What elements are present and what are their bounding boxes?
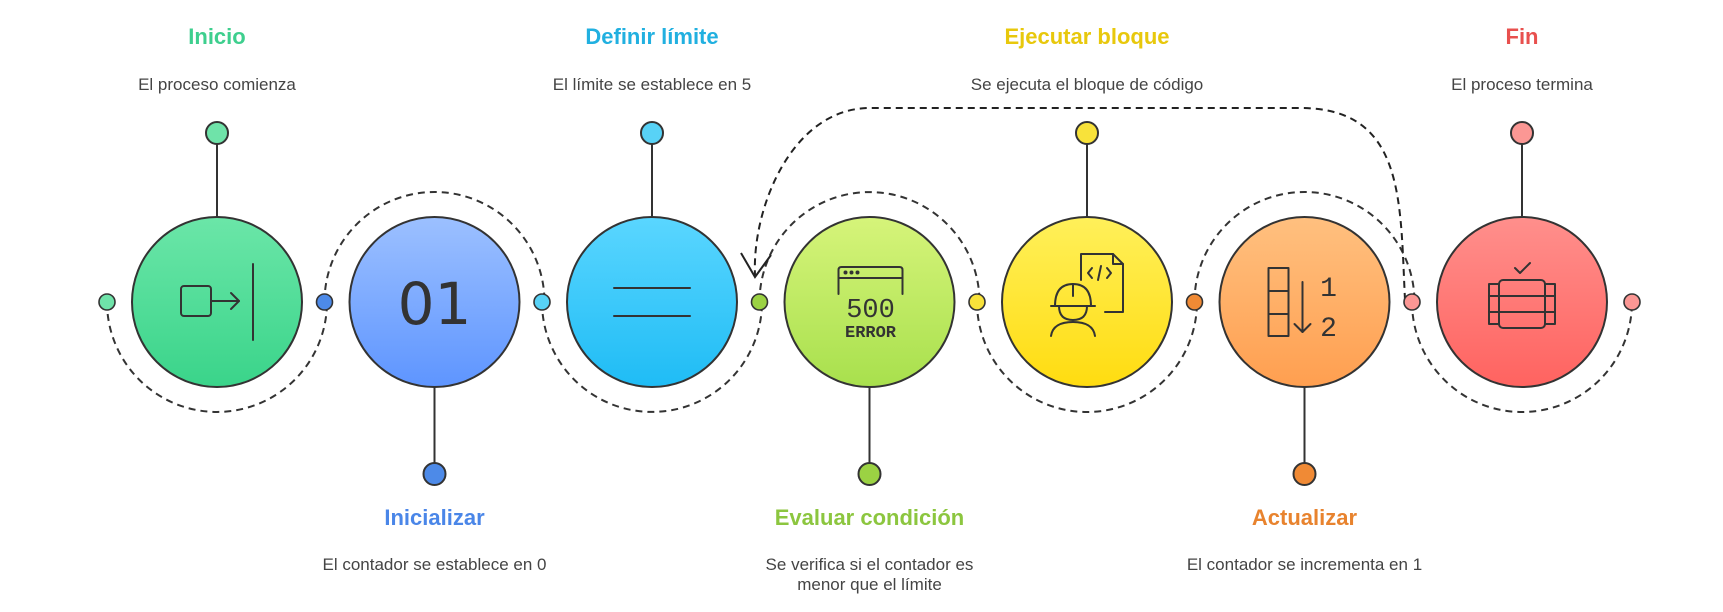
connector-dot — [750, 293, 769, 311]
step-description: El proceso termina — [1451, 75, 1593, 94]
counter-01-icon: 01 — [398, 270, 472, 338]
connector-arc — [1193, 191, 1416, 303]
step-circle — [1436, 216, 1608, 388]
equals-icon — [613, 287, 691, 317]
database-check-icon — [1488, 262, 1556, 329]
step-description: El proceso comienza — [138, 75, 296, 94]
connector-dot — [1185, 293, 1204, 311]
enter-icon — [180, 263, 254, 341]
connector-arc — [976, 301, 1198, 413]
error-word-text: ERROR — [845, 324, 897, 343]
connector-arc — [323, 191, 546, 303]
stem-dot — [422, 462, 447, 486]
connector-dot — [533, 293, 551, 311]
counter-text: 01 — [398, 270, 472, 338]
connector-dot — [968, 293, 986, 311]
connector-dot — [98, 293, 116, 311]
step-title: Definir límite — [585, 24, 719, 49]
step-description: Se ejecuta el bloque de código — [970, 75, 1204, 94]
step-circle — [348, 216, 521, 388]
stems — [205, 121, 1534, 486]
step-description: Se verifica si el contador es menor que … — [765, 555, 974, 594]
connector-arc — [1411, 301, 1633, 413]
connector-arc — [758, 191, 981, 303]
developer-code-icon — [1050, 253, 1124, 337]
loop-arrowhead — [740, 252, 772, 279]
connector-dot — [315, 293, 334, 311]
stem-dot — [205, 121, 229, 145]
step-title: Ejecutar bloque — [1004, 24, 1170, 49]
stem-dot — [1510, 121, 1534, 145]
connector-dot — [1623, 293, 1641, 311]
connector-arcs — [106, 191, 1633, 413]
sort-1-2-icon: 12 — [1267, 267, 1337, 345]
step-title: Inicio — [188, 24, 246, 49]
connector-dot — [1403, 293, 1421, 311]
step-circle — [783, 216, 956, 388]
step-title: Fin — [1505, 24, 1539, 49]
step-circle — [1001, 216, 1173, 388]
stem-dot — [1292, 462, 1317, 486]
connector-dots — [98, 293, 1641, 311]
sort-bottom-text: 2 — [1320, 314, 1337, 345]
connector-arc — [541, 301, 763, 413]
step-circle — [1218, 216, 1391, 388]
step-title: Actualizar — [1251, 505, 1358, 530]
step-title: Inicializar — [384, 505, 485, 530]
error-code-text: 500 — [846, 296, 895, 326]
step-circle — [566, 216, 738, 388]
step-description: El límite se establece en 5 — [552, 75, 752, 94]
step-description: El contador se incrementa en 1 — [1186, 555, 1423, 574]
stem-dot — [1075, 121, 1099, 145]
step-description: El contador se establece en 0 — [322, 555, 547, 574]
stem-dot — [640, 121, 664, 145]
sort-top-text: 1 — [1320, 274, 1337, 305]
connector-arc — [106, 301, 328, 413]
stem-dot — [857, 462, 882, 486]
loop-back-arrow — [753, 107, 1406, 301]
step-title: Evaluar condición — [774, 505, 965, 530]
